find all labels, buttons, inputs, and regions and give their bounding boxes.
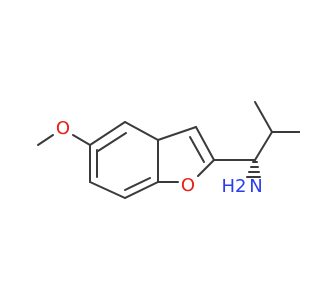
benzene-bond-5 — [89, 181, 126, 199]
amine-h2-label: H2 — [222, 176, 247, 197]
benzene-bond-4-inner — [124, 177, 151, 191]
ring-oxygen-label: O — [181, 175, 195, 196]
benzene-bond-1 — [89, 121, 126, 146]
methoxy-oxygen-label: O — [56, 118, 70, 139]
chiral-isopropyl-bond — [254, 131, 273, 161]
furan-bond-c2-c3 — [195, 126, 215, 161]
furan-bond-c2-o — [197, 159, 215, 177]
furan-bond-c2-c3-inner — [189, 136, 205, 163]
benzene-bond-2 — [124, 121, 159, 141]
amine-nitrogen-label: N — [249, 176, 262, 197]
hashed-wedge-bond — [246, 161, 261, 178]
benzene-bond-1-inner — [97, 132, 127, 152]
molecule-structure: O O H2 N — [37, 101, 300, 199]
o-ring-bond — [72, 134, 91, 146]
benzene-bond-4 — [124, 181, 159, 199]
isopropyl-methyl-bond-up — [254, 101, 273, 133]
furan-bond-c3-c3a — [157, 126, 197, 141]
methyl-o-bond — [37, 134, 54, 146]
